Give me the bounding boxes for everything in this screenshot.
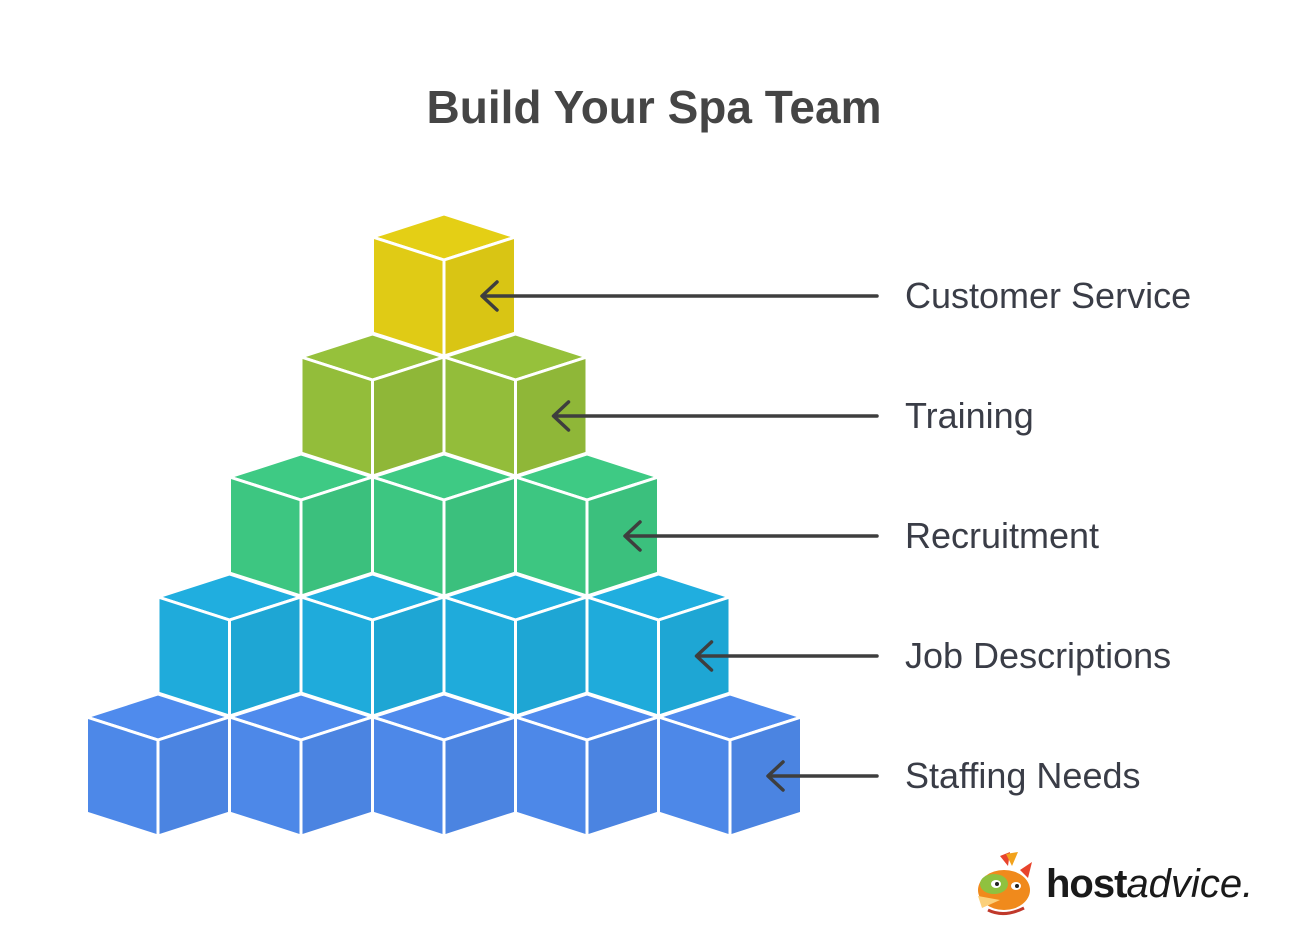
layer-label-job-descriptions: Job Descriptions	[905, 635, 1172, 676]
cube-row-2	[299, 332, 589, 478]
cube	[228, 452, 374, 598]
arrow-head	[694, 640, 714, 672]
cube	[657, 692, 803, 838]
cube-row-5	[85, 692, 803, 838]
arrow-head	[766, 760, 785, 792]
cube	[85, 692, 231, 838]
brand-logo: hostadvice.	[970, 850, 1270, 920]
cube	[371, 452, 517, 598]
brand-wordmark-italic: advice.	[1126, 862, 1254, 906]
layer-label-customer-service: Customer Service	[905, 275, 1192, 316]
cube-right-face	[728, 715, 803, 838]
arrow	[694, 640, 879, 672]
fox-mascot-icon	[978, 852, 1032, 915]
arrow	[623, 520, 879, 552]
brand-wordmark-bold: host	[1046, 862, 1127, 906]
cube	[442, 332, 589, 478]
cube	[299, 572, 446, 718]
arrow	[766, 760, 879, 792]
cube	[299, 332, 446, 478]
cube	[156, 572, 303, 718]
cube	[371, 212, 517, 358]
cube-row-1	[371, 212, 517, 358]
cube-row-3	[228, 452, 660, 598]
layer-label-recruitment: Recruitment	[905, 515, 1100, 556]
arrow-head	[480, 280, 499, 312]
cube	[371, 692, 517, 838]
diagram-title: Build Your Spa Team	[426, 81, 882, 133]
pyramid-arrows	[480, 280, 879, 792]
arrow	[551, 400, 879, 432]
cube	[228, 692, 374, 838]
pyramid-cubes	[85, 212, 803, 838]
arrow	[480, 280, 879, 312]
arrow-head	[623, 520, 642, 552]
cube	[442, 572, 589, 718]
cube	[585, 572, 732, 718]
layer-label-training: Training	[905, 395, 1034, 436]
arrow-head	[551, 400, 571, 432]
layer-label-staffing-needs: Staffing Needs	[905, 755, 1141, 796]
brand-wordmark: hostadvice.	[1046, 862, 1253, 906]
cube	[514, 692, 660, 838]
